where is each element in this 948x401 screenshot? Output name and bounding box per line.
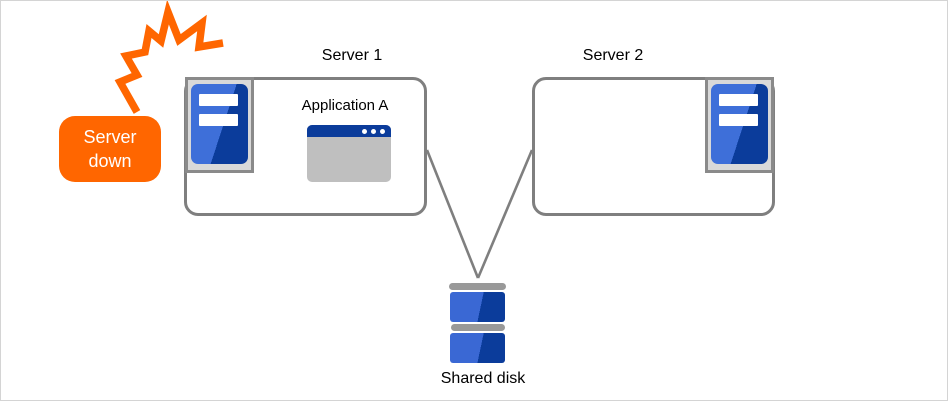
window-dot-icon — [362, 129, 367, 134]
server-down-badge: Server down — [59, 116, 161, 182]
tower-slot — [199, 114, 238, 126]
server-tower-icon — [711, 84, 768, 164]
tower-slot — [719, 94, 758, 106]
app-window-icon — [307, 125, 391, 182]
tower-slot — [199, 94, 238, 106]
disk-cap — [449, 283, 506, 290]
connector-server2-disk — [476, 149, 534, 279]
shared-disk-icon — [449, 283, 506, 363]
connector-server1-disk — [425, 149, 480, 279]
application-a-label: Application A — [301, 97, 389, 114]
app-window-titlebar — [307, 125, 391, 137]
server2-icon-panel — [705, 77, 774, 173]
server-down-line2: down — [88, 151, 132, 171]
disk-platter — [450, 333, 505, 363]
window-dot-icon — [371, 129, 376, 134]
tower-slot — [719, 114, 758, 126]
server-tower-icon — [191, 84, 248, 164]
server1-label: Server 1 — [321, 47, 383, 64]
server2-label: Server 2 — [582, 47, 644, 64]
server-down-line1: Server — [83, 127, 137, 147]
disk-cap — [450, 324, 505, 331]
disk-platter — [450, 292, 505, 322]
shared-disk-label: Shared disk — [440, 370, 526, 387]
window-dot-icon — [380, 129, 385, 134]
server1-icon-panel — [185, 77, 254, 173]
app-window-buttons — [362, 129, 385, 134]
